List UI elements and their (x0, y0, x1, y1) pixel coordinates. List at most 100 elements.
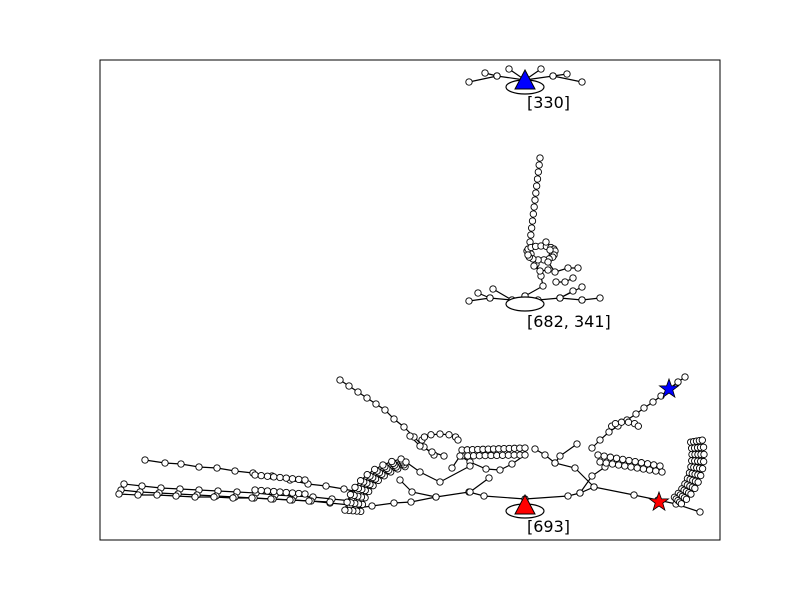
tree-mid-side (530, 262, 538, 270)
root-ellipse-682-341 (505, 296, 545, 312)
tree-mid-side (542, 238, 550, 246)
tree-330-branch (578, 78, 586, 86)
tree-mid-branch (465, 297, 473, 305)
tree-693-upper-left-cluster (427, 431, 435, 439)
tree-693-center-branch (416, 468, 424, 476)
tree-693-upper-right (632, 410, 640, 418)
tree-mid-trunk (530, 203, 538, 211)
tree-693-left-cluster (301, 476, 309, 484)
tree-693-upper-right-cluster (617, 418, 626, 426)
red-star-marker (648, 490, 670, 512)
tree-693-right-fan (687, 490, 695, 498)
tree-330-branch (537, 65, 545, 73)
tree-693-left-cluster (295, 475, 303, 484)
tree-693-left-branch (231, 467, 239, 475)
tree-693-backbone (696, 508, 704, 516)
tree-mid-trunk (532, 189, 540, 197)
tree-693-upper-left (372, 400, 380, 408)
tree-693-center-branch (448, 464, 456, 472)
tree-693-left-cluster (295, 489, 303, 498)
tree-693-backbone (407, 498, 415, 506)
tree-693-center-branch (508, 460, 516, 468)
tree-693-left-branch (229, 494, 237, 502)
tree-mid-side (561, 278, 569, 286)
tree-693-upper-left (381, 406, 389, 414)
tree-693-right-cluster (658, 468, 666, 476)
tree-693-left-branch (153, 491, 161, 499)
tree-693-left-fan (371, 465, 379, 474)
tree-693-left-cluster (270, 473, 278, 481)
tree-693-left-fan (346, 490, 355, 499)
tree-mid-branch (596, 294, 604, 302)
tree-mid-branch (474, 289, 482, 297)
tree-693-center-branch (482, 465, 490, 473)
tree-mid-side (552, 278, 560, 286)
tree-mid-cluster (524, 251, 532, 259)
tree-693-left-branch (195, 463, 203, 471)
tree-693-center-branch (408, 488, 416, 496)
tree-mid-side (564, 264, 572, 272)
tree-693-right-fan (697, 471, 705, 480)
tree-693-upper-left-cluster (436, 430, 444, 438)
tree-693-center-branch (456, 452, 464, 460)
tree-693-right-cluster (639, 465, 648, 473)
tree-330-branch (465, 78, 473, 86)
tree-mid-trunk (536, 154, 544, 162)
tree-693-right-fan (677, 500, 686, 508)
tree-693-right-fan (682, 495, 691, 503)
tree-mid-branch (486, 294, 494, 302)
tree-693-upper-left-cluster (445, 431, 453, 439)
tree-mid-side (544, 266, 552, 274)
tree-693-left-branch (191, 493, 199, 501)
tree-693-right-cluster (608, 460, 617, 468)
tree-mid-branch (578, 283, 586, 291)
tree-693-center-branch (432, 493, 440, 501)
tree-693-right-cluster (612, 454, 621, 462)
tree-330-branch (493, 72, 501, 80)
tree-330-branch (505, 65, 513, 73)
tree-693-left-fan (351, 483, 359, 492)
tree-693-left-branch (267, 495, 275, 503)
tree-693-right-branch (571, 464, 579, 472)
tree-693-left-fan (356, 464, 405, 512)
tree-693-upper-right (674, 378, 682, 386)
tree-693-left-branch (213, 464, 221, 472)
tree-edges (118, 68, 705, 513)
tree-693-left-cluster (263, 472, 272, 480)
tree-693-left-cluster (282, 488, 290, 497)
tree-693-right-cluster (627, 463, 635, 471)
blue-triangle-marker (514, 68, 536, 90)
tree-693-left-fan (343, 498, 351, 506)
tree-693-upper-right (605, 428, 613, 436)
tree-mid-trunk (527, 231, 535, 239)
tree-mid-trunk (535, 161, 543, 169)
tree-693-upper-left-cluster (416, 442, 424, 450)
tree-693-center-branch (436, 478, 444, 486)
tree-693-center-branch (485, 474, 493, 482)
tree-693-upper-left (336, 376, 344, 384)
tree-693-right-cluster (633, 464, 641, 472)
tree-693-center-branch (405, 461, 471, 483)
tree-mid-trunk (528, 217, 537, 225)
tree-mid-trunk (539, 282, 547, 290)
tree-693-right-cluster (596, 458, 604, 466)
tree-693-center-cluster (521, 444, 529, 452)
tree-693-upper-left-cluster (406, 432, 414, 440)
tree-693-left-cluster (257, 471, 265, 480)
tree-mid-side (536, 267, 544, 275)
tree-330-branch (549, 72, 557, 80)
tree-693-center-branch (469, 477, 490, 493)
tree-nodes (115, 65, 708, 516)
tree-693-center-branch (396, 476, 404, 484)
tree-693-center-branch (466, 488, 474, 496)
tree-693-upper-left-cluster (454, 436, 462, 444)
root-label-693: [693] (527, 517, 570, 536)
tree-693-right-branch (573, 440, 581, 448)
tree-693-right-branch (531, 445, 539, 453)
tree-693-backbone (630, 491, 638, 499)
tree-mid-branch (556, 294, 564, 302)
tree-693-right-cluster (625, 456, 633, 465)
tree-693-left-fan (344, 458, 402, 511)
tree-693-left-branch (248, 494, 256, 502)
